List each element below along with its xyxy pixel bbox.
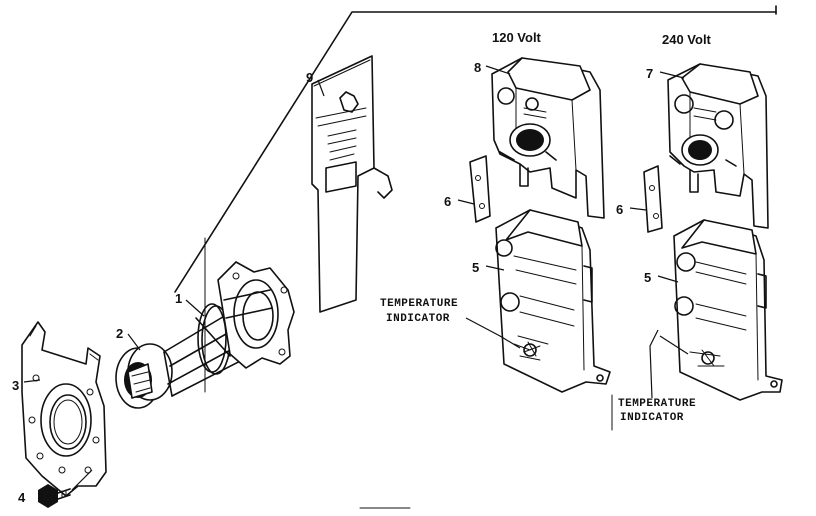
callout-leaders [23, 65, 689, 399]
part-5-lower-thermostat-240v [673, 219, 783, 401]
callout-6-right: 6 [616, 202, 623, 217]
temperature-indicator-left-line2: INDICATOR [386, 313, 450, 325]
callout-3: 3 [12, 378, 19, 393]
part-5-lower-thermostat-120v [495, 209, 611, 393]
callout-1: 1 [175, 291, 182, 306]
callout-5-left: 5 [472, 260, 479, 275]
callout-8: 8 [474, 60, 481, 75]
temperature-indicator-right-line2: INDICATOR [620, 412, 684, 424]
part-4-screw [38, 469, 93, 508]
callout-4: 4 [18, 490, 26, 505]
part-6-bracket-left [469, 155, 491, 223]
part-9-thermostat-cover [311, 55, 393, 313]
header-240-volt: 240 Volt [662, 32, 712, 47]
frame-line [174, 5, 777, 509]
header-120-volt: 120 Volt [492, 30, 542, 45]
temperature-indicator-right-line1: TEMPERATURE [618, 398, 696, 410]
part-3-gasket-plate [21, 321, 107, 497]
callout-2: 2 [116, 326, 123, 341]
callout-6-left: 6 [444, 194, 451, 209]
element-mount-flange [217, 261, 295, 369]
temperature-indicator-left-line1: TEMPERATURE [380, 298, 458, 310]
part-6-bracket-right [643, 165, 663, 233]
part-7-upper-thermostat-240v [667, 63, 769, 229]
callout-7: 7 [646, 66, 653, 81]
callout-9: 9 [306, 70, 313, 85]
part-8-upper-thermostat-120v [491, 57, 605, 219]
part-2-heating-element [115, 301, 259, 409]
callout-5-right: 5 [644, 270, 651, 285]
